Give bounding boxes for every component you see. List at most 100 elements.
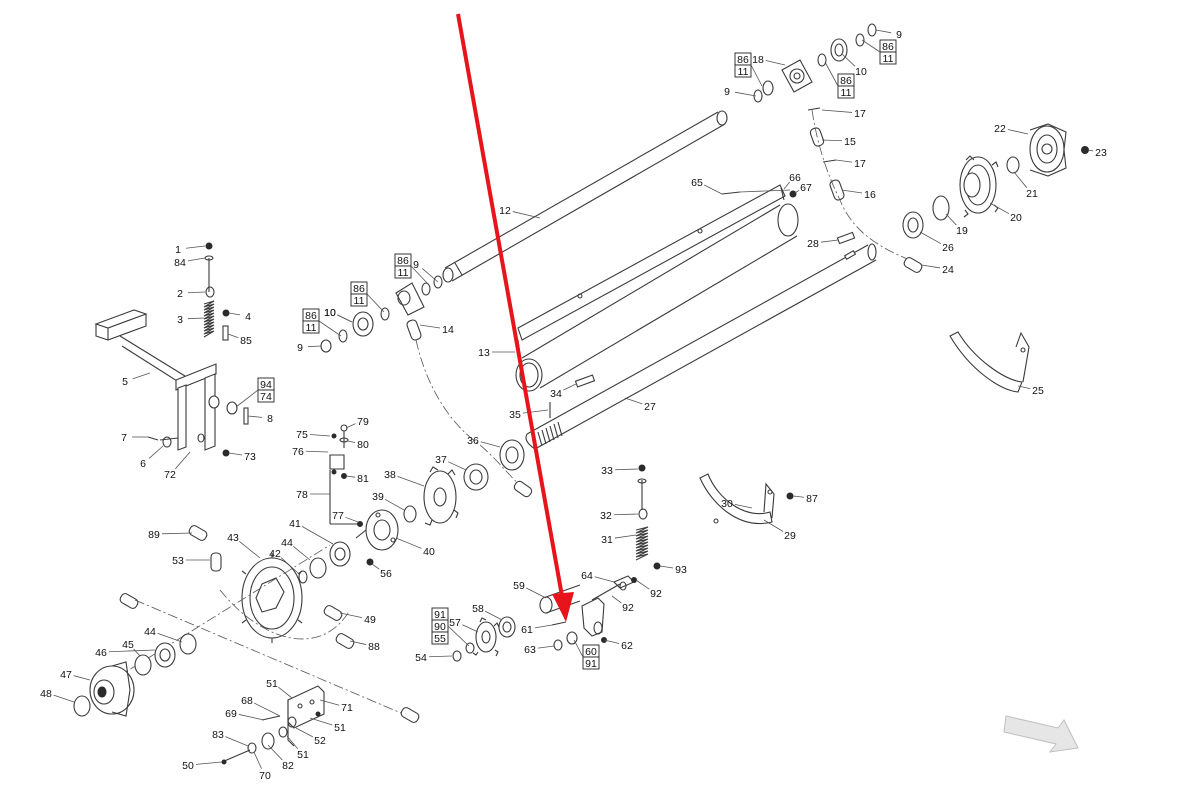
callout-81: 81 [357, 473, 369, 485]
callout-87: 87 [806, 493, 818, 505]
callout-64: 64 [581, 570, 593, 582]
leader-84 [187, 257, 206, 262]
bolt-7 [147, 436, 159, 441]
callout-92: 92 [650, 588, 662, 600]
leader-63 [537, 645, 555, 649]
leader-66 [783, 181, 790, 190]
leader-32 [613, 513, 639, 516]
leader-9 [307, 345, 322, 348]
pin-8 [243, 407, 249, 425]
callout-23: 23 [1095, 147, 1107, 159]
hub-47 [89, 661, 135, 717]
leader-22 [1007, 129, 1029, 135]
leader-24 [921, 264, 941, 269]
chain-43 [219, 589, 351, 640]
callout-38: 38 [384, 469, 396, 481]
callout-63: 63 [524, 644, 536, 656]
ring-44-upper [309, 557, 327, 579]
bush-39 [403, 505, 417, 523]
washer-21 [1006, 156, 1020, 174]
callout-82: 82 [282, 760, 294, 772]
bush-45 [134, 654, 152, 676]
guard-25 [949, 331, 1030, 393]
callout-75: 75 [296, 429, 308, 441]
ref-label-60: 60 [585, 646, 597, 658]
leader-17 [821, 109, 853, 113]
ref-label-74: 74 [260, 391, 272, 403]
callout-71: 71 [341, 702, 353, 714]
leader-23 [1087, 149, 1094, 152]
sprocket-57 [472, 617, 500, 657]
leader-8 [247, 415, 263, 418]
ref-label-91: 91 [585, 658, 597, 670]
leader-lines [53, 29, 1094, 769]
callout-50: 50 [182, 760, 194, 772]
washer-60 [566, 631, 578, 645]
bearing-flange-14 [395, 282, 425, 341]
callout-20: 20 [1010, 212, 1022, 224]
leader-30 [734, 503, 753, 509]
direction-arrow-icon [1003, 715, 1079, 753]
callout-67: 67 [800, 182, 812, 194]
ref-label-86: 86 [353, 283, 365, 295]
bearing-36 [499, 439, 525, 471]
link-24 [903, 257, 923, 273]
callout-27: 27 [644, 401, 656, 413]
leader-83 [225, 736, 249, 747]
callout-47: 47 [60, 669, 72, 681]
callout-59: 59 [513, 580, 525, 592]
callout-58: 58 [472, 603, 484, 615]
callout-76: 76 [292, 446, 304, 458]
link-53 [210, 552, 222, 572]
washer-55 [465, 642, 475, 654]
leader-61 [534, 624, 553, 629]
bearing-10-left [352, 311, 374, 337]
leader-36 [480, 441, 501, 448]
callout-48: 48 [40, 688, 52, 700]
leader-12 [512, 211, 541, 219]
leader-48 [53, 694, 75, 703]
leader-34 [563, 383, 577, 391]
frame-5 [94, 309, 220, 451]
callout-34: 34 [550, 388, 562, 400]
leader-45 [133, 648, 141, 657]
callout-26: 26 [942, 242, 954, 254]
leader-81 [345, 475, 356, 478]
callout-73: 73 [244, 451, 256, 463]
callout-2: 2 [177, 288, 183, 300]
callout-44: 44 [144, 626, 156, 638]
callout-79: 79 [357, 416, 369, 428]
leader-56 [371, 563, 380, 570]
callout-61: 61 [521, 624, 533, 636]
callout-8: 8 [267, 413, 273, 425]
leader-44 [293, 546, 311, 561]
callout-10: 10 [324, 307, 336, 319]
ref-label-86: 86 [737, 54, 749, 66]
leader-51 [286, 735, 298, 750]
leader-73 [228, 452, 243, 456]
callout-66: 66 [789, 172, 801, 184]
callout-78: 78 [296, 489, 308, 501]
ref-label-11: 11 [354, 295, 365, 307]
callout-7: 7 [121, 432, 127, 444]
leader-54 [428, 655, 453, 658]
bolt-61 [551, 621, 567, 626]
sprocket-20 [959, 155, 999, 218]
scraper-bar [517, 184, 786, 356]
callout-14: 14 [442, 324, 454, 336]
leader-68 [254, 702, 281, 717]
callout-89: 89 [148, 529, 160, 541]
bearing-46 [154, 642, 176, 668]
sprocket-38 [423, 466, 459, 526]
leader-62 [603, 639, 620, 644]
shaft-27 [525, 243, 877, 450]
ref-label-11: 11 [883, 53, 894, 65]
tensioner-arm [581, 575, 637, 643]
callout-68: 68 [241, 695, 253, 707]
callout-83: 83 [212, 729, 224, 741]
